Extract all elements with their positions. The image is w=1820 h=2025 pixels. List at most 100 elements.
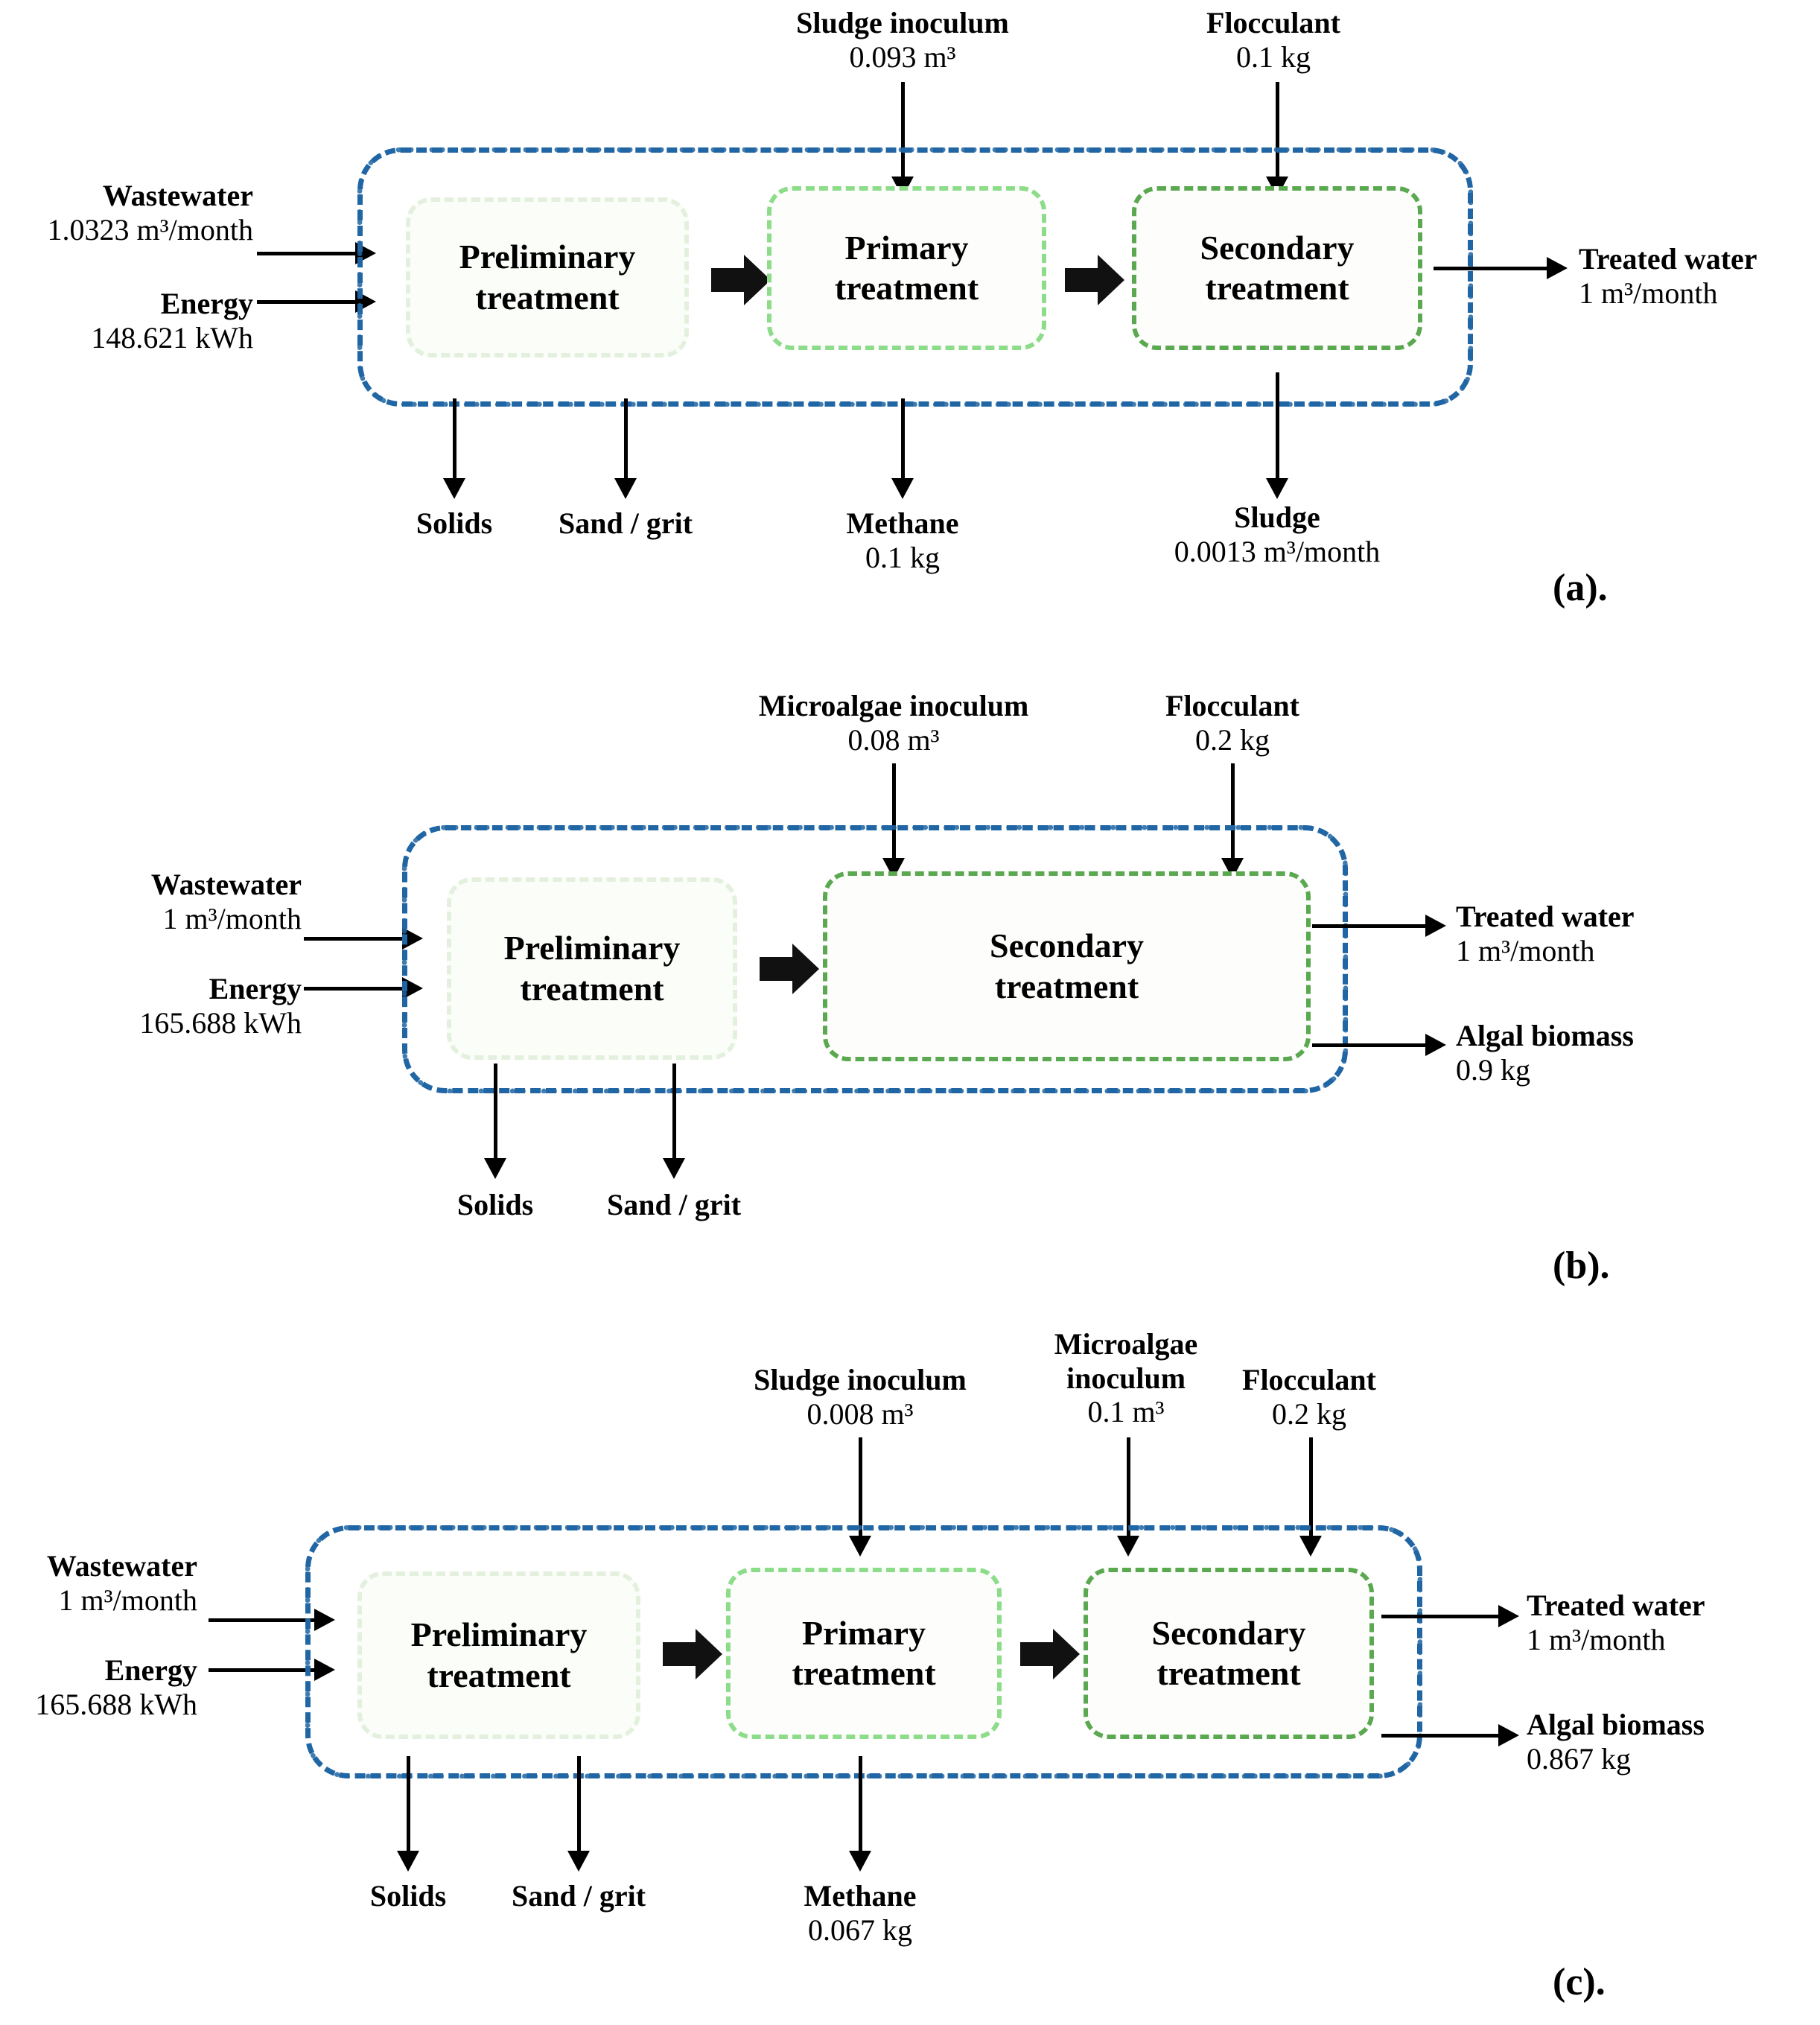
- input-value: 0.08 m³: [847, 722, 940, 757]
- output-title: Treated water: [1527, 1589, 1705, 1622]
- output-title: Algal biomass: [1527, 1708, 1705, 1741]
- input-arrow-microalgae-inoculum-c: [1117, 1437, 1139, 1557]
- flow-arrow-prelim-to-primary-a: [711, 253, 771, 307]
- input-title: Flocculant: [1206, 6, 1340, 39]
- input-label-flocculant-a: Flocculant 0.1 kg: [1206, 6, 1340, 74]
- output-value: 0.867 kg: [1527, 1741, 1631, 1776]
- output-arrow-sand-grit-a: [614, 398, 637, 499]
- output-value: 1 m³/month: [1456, 933, 1595, 967]
- input-arrow-energy-c: [209, 1659, 335, 1681]
- input-value: 165.688 kWh: [139, 1005, 302, 1040]
- output-value: 0.9 kg: [1456, 1052, 1530, 1087]
- input-title: Wastewater: [150, 868, 302, 901]
- input-value: 0.093 m³: [849, 39, 956, 74]
- output-value: 0.1 kg: [865, 540, 940, 574]
- unit-label: Preliminary treatment: [410, 1615, 588, 1694]
- output-label-treated-water-a: Treated water 1 m³/month: [1579, 242, 1757, 310]
- panel-letter-b: (b).: [1553, 1244, 1610, 1287]
- input-value: 1 m³/month: [162, 901, 302, 935]
- output-arrow-treated-water-b: [1312, 915, 1446, 937]
- output-title: Solids: [369, 1879, 447, 1913]
- input-label-energy-c: Energy 165.688 kWh: [35, 1653, 197, 1721]
- output-arrow-sludge-a: [1266, 372, 1288, 499]
- output-title: Methane: [804, 1879, 917, 1913]
- output-label-methane-c: Methane 0.067 kg: [804, 1879, 916, 1947]
- input-label-flocculant-b: Flocculant 0.2 kg: [1165, 689, 1299, 757]
- input-title: Energy: [160, 287, 253, 320]
- unit-label: Secondary treatment: [1200, 228, 1355, 307]
- unit-label: Primary treatment: [792, 1613, 936, 1692]
- output-title: Algal biomass: [1456, 1019, 1634, 1052]
- output-value: 0.067 kg: [807, 1913, 912, 1947]
- input-value: 0.1 kg: [1235, 39, 1311, 74]
- input-label-sludge-inoculum-c: Sludge inoculum 0.008 m³: [754, 1363, 967, 1431]
- output-value: 0.0013 m³/month: [1174, 534, 1381, 568]
- input-label-flocculant-c: Flocculant 0.2 kg: [1242, 1363, 1376, 1431]
- output-label-algal-biomass-b: Algal biomass 0.9 kg: [1456, 1019, 1634, 1087]
- input-title: Microalgae inoculum: [758, 689, 1029, 722]
- unit-preliminary-treatment-b: Preliminary treatment: [447, 877, 737, 1060]
- output-label-algal-biomass-c: Algal biomass 0.867 kg: [1527, 1708, 1705, 1776]
- unit-secondary-treatment-a: Secondary treatment: [1132, 186, 1422, 350]
- unit-primary-treatment-a: Primary treatment: [767, 186, 1046, 350]
- flow-arrow-prelim-to-secondary-b: [760, 942, 819, 996]
- input-title: Wastewater: [102, 179, 253, 212]
- unit-label: Preliminary treatment: [459, 238, 636, 317]
- input-value: 0.2 kg: [1271, 1396, 1346, 1431]
- output-arrow-algal-biomass-c: [1381, 1724, 1519, 1746]
- input-label-energy-a: Energy 148.621 kWh: [91, 287, 253, 355]
- input-value: 0.2 kg: [1194, 722, 1270, 757]
- input-value: 148.621 kWh: [91, 320, 253, 355]
- input-title: Energy: [104, 1653, 197, 1687]
- input-label-microalgae-inoculum-b: Microalgae inoculum 0.08 m³: [759, 689, 1029, 757]
- input-arrow-flocculant-c: [1299, 1437, 1322, 1557]
- panel-a: Sludge inoculum 0.093 m³ Flocculant 0.1 …: [0, 0, 1820, 640]
- unit-preliminary-treatment-c: Preliminary treatment: [357, 1571, 640, 1739]
- input-title-line2: inoculum: [1066, 1361, 1186, 1395]
- output-arrow-treated-water-c: [1381, 1605, 1519, 1627]
- output-label-sludge-a: Sludge 0.0013 m³/month: [1174, 500, 1380, 568]
- input-arrow-sludge-inoculum-c: [849, 1437, 871, 1557]
- output-label-treated-water-b: Treated water 1 m³/month: [1456, 900, 1635, 967]
- system-boundary-a: [357, 147, 1473, 407]
- input-value: 1.0323 m³/month: [47, 212, 253, 247]
- output-label-sand-grit-b: Sand / grit: [607, 1188, 741, 1222]
- output-arrow-sand-grit-b: [663, 1064, 685, 1179]
- output-label-solids-a: Solids: [416, 506, 492, 541]
- output-title: Sludge: [1234, 500, 1320, 534]
- flow-arrow-prelim-to-primary-c: [663, 1627, 722, 1681]
- input-title: Sludge inoculum: [754, 1363, 967, 1396]
- input-value: 0.1 m³: [1087, 1395, 1165, 1429]
- output-label-methane-a: Methane 0.1 kg: [846, 506, 958, 574]
- output-arrow-solids-c: [397, 1756, 419, 1872]
- output-label-sand-grit-a: Sand / grit: [559, 506, 693, 541]
- unit-label: Secondary treatment: [1151, 1613, 1306, 1692]
- input-title: Energy: [209, 972, 302, 1005]
- output-arrow-solids-a: [443, 398, 465, 499]
- input-label-sludge-inoculum-a: Sludge inoculum 0.093 m³: [796, 6, 1009, 74]
- output-arrow-treated-water-a: [1434, 257, 1568, 279]
- output-title: Methane: [846, 506, 959, 540]
- unit-preliminary-treatment-a: Preliminary treatment: [406, 197, 689, 357]
- output-label-solids-b: Solids: [457, 1188, 533, 1222]
- panel-c: Sludge inoculum 0.008 m³ Microalgae inoc…: [0, 1311, 1820, 2025]
- input-title-line1: Microalgae: [1054, 1327, 1198, 1361]
- input-value: 0.008 m³: [806, 1396, 914, 1431]
- unit-secondary-treatment-c: Secondary treatment: [1084, 1568, 1374, 1739]
- output-title: Treated water: [1456, 900, 1635, 933]
- unit-secondary-treatment-b: Secondary treatment: [823, 871, 1311, 1061]
- unit-label: Primary treatment: [834, 228, 979, 307]
- output-title: Sand / grit: [606, 1188, 742, 1221]
- output-title: Solids: [416, 506, 493, 540]
- output-label-solids-c: Solids: [370, 1879, 446, 1913]
- input-title: Flocculant: [1165, 689, 1299, 722]
- output-title: Solids: [456, 1188, 534, 1221]
- output-arrow-methane-a: [891, 398, 914, 499]
- input-label-wastewater-c: Wastewater 1 m³/month: [47, 1549, 197, 1617]
- output-value: 1 m³/month: [1527, 1622, 1666, 1656]
- unit-primary-treatment-c: Primary treatment: [726, 1568, 1002, 1739]
- output-title: Sand / grit: [511, 1879, 646, 1913]
- input-label-microalgae-inoculum-c: Microalgae inoculum 0.1 m³: [1054, 1327, 1198, 1429]
- output-title: Sand / grit: [558, 506, 693, 540]
